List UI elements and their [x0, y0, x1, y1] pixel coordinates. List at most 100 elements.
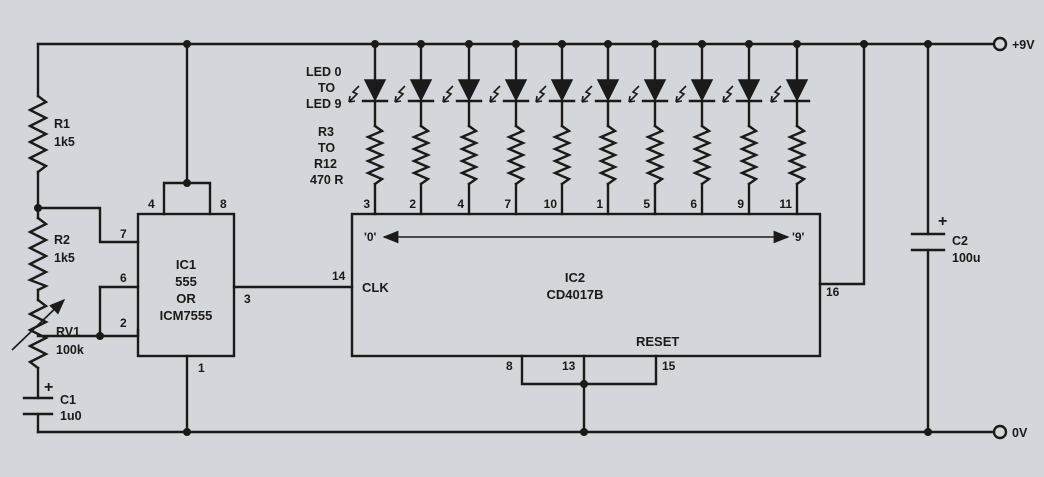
- resistor-8: [597, 124, 619, 186]
- led-light-arrowhead: [394, 95, 402, 103]
- ic1-pin7: 7: [120, 227, 127, 241]
- r1-value: 1k5: [54, 135, 75, 149]
- led-label-line1: LED 0: [306, 65, 341, 79]
- ic2-pin15: 15: [662, 359, 676, 373]
- resistor-4: [410, 124, 432, 186]
- led-light-arrowhead: [581, 95, 589, 103]
- led-light-arrowhead: [628, 95, 636, 103]
- led-diode-9: [785, 79, 809, 102]
- led-light-arrow: [722, 85, 734, 103]
- resistor-12: [786, 124, 808, 186]
- r1-name: R1: [54, 117, 70, 131]
- ic2-output-pin: 5: [643, 197, 650, 211]
- capacitor-c1: [22, 396, 54, 416]
- resistor-5: [458, 124, 480, 186]
- led-label-line2: TO: [318, 81, 335, 95]
- ic1-pin6: 6: [120, 271, 127, 285]
- led-diode-8: [737, 79, 761, 102]
- ic2-body: [350, 212, 822, 358]
- resistor-r1: [27, 94, 49, 174]
- positive-terminal: [992, 36, 1008, 52]
- led-light-arrowhead: [675, 95, 683, 103]
- led-diode-1: [409, 79, 433, 102]
- ic2-clk-label: CLK: [362, 280, 389, 295]
- res-label-line3: R12: [314, 157, 337, 171]
- resistor-3: [364, 124, 386, 186]
- ic2-output-pin: 9: [737, 197, 744, 211]
- ic2-output-pin: 7: [504, 197, 511, 211]
- junction-dot: [96, 332, 104, 340]
- led-light-arrowhead: [348, 95, 356, 103]
- resistor-9: [644, 124, 666, 186]
- ic1-pin3: 3: [244, 292, 251, 306]
- c2-value: 100u: [952, 251, 981, 265]
- r2-value: 1k5: [54, 251, 75, 265]
- led-diode-2: [457, 79, 481, 102]
- ic1-line2: 555: [175, 274, 197, 289]
- c1-polarity: +: [44, 379, 53, 396]
- ic2-part: CD4017B: [546, 287, 603, 302]
- resistor-10: [691, 124, 713, 186]
- res-label-line1: R3: [318, 125, 334, 139]
- ic1-line4: ICM7555: [160, 308, 213, 323]
- junction-dot: [924, 428, 932, 436]
- ic2-bottom-wires: [520, 354, 658, 434]
- junction-dot: [34, 204, 42, 212]
- led-diode-6: [643, 79, 667, 102]
- led-light-arrow: [442, 85, 454, 103]
- led-light-arrow: [770, 85, 782, 103]
- junction-dot: [183, 428, 191, 436]
- led-diode-5: [596, 79, 620, 102]
- ic2-range-start: '0': [364, 230, 377, 244]
- led-light-arrow: [581, 85, 593, 103]
- junction-dot: [924, 40, 932, 48]
- ic2-pin13: 13: [562, 359, 576, 373]
- led-light-arrowhead: [722, 95, 730, 103]
- led-diode-7: [690, 79, 714, 102]
- led-light-arrow: [348, 85, 360, 103]
- led-light-arrowhead: [535, 95, 543, 103]
- ic2-output-pin: 2: [409, 197, 416, 211]
- potentiometer-rv1: [27, 298, 49, 370]
- ic2-vdd-wire: [818, 42, 866, 286]
- res-label-line2: TO: [318, 141, 335, 155]
- rv1-value: 100k: [56, 343, 84, 357]
- junction-dot: [860, 40, 868, 48]
- c2-name: C2: [952, 234, 968, 248]
- ic2-reset-label: RESET: [636, 334, 679, 349]
- led-light-arrowhead: [442, 95, 450, 103]
- ic1-pin2: 2: [120, 316, 127, 330]
- ic2-output-pin: 3: [363, 197, 370, 211]
- ground-rail-label: 0V: [1012, 426, 1028, 440]
- junction-dot: [183, 179, 191, 187]
- ic2-clk-pin: 14: [332, 269, 346, 283]
- ic1-pin1: 1: [198, 361, 205, 375]
- ic2-output-pin: 6: [690, 197, 697, 211]
- led-light-arrow: [394, 85, 406, 103]
- led-diode-4: [550, 79, 574, 102]
- led-light-arrow: [489, 85, 501, 103]
- ic1-wires: [36, 42, 354, 434]
- c1-name: C1: [60, 393, 76, 407]
- resistor-11: [738, 124, 760, 186]
- ic2-pin8: 8: [506, 359, 513, 373]
- ic1-pin4: 4: [148, 197, 155, 211]
- ic1-name: IC1: [176, 257, 196, 272]
- resistor-6: [505, 124, 527, 186]
- resistor-r2: [27, 216, 49, 292]
- ground-rail: [36, 424, 1008, 440]
- led-light-arrow: [675, 85, 687, 103]
- c1-value: 1u0: [60, 409, 82, 423]
- led-light-arrowhead: [489, 95, 497, 103]
- junction-dot: [183, 40, 191, 48]
- ic2-output-pin: 10: [544, 197, 558, 211]
- ic2-name: IC2: [565, 270, 585, 285]
- ic2-vdd-pin: 16: [826, 285, 840, 299]
- positive-rail-label: +9V: [1012, 38, 1035, 52]
- ic2-range-end: '9': [792, 230, 805, 244]
- led-diode-3: [504, 79, 528, 102]
- led-light-arrowhead: [770, 95, 778, 103]
- led-label-line3: LED 9: [306, 97, 341, 111]
